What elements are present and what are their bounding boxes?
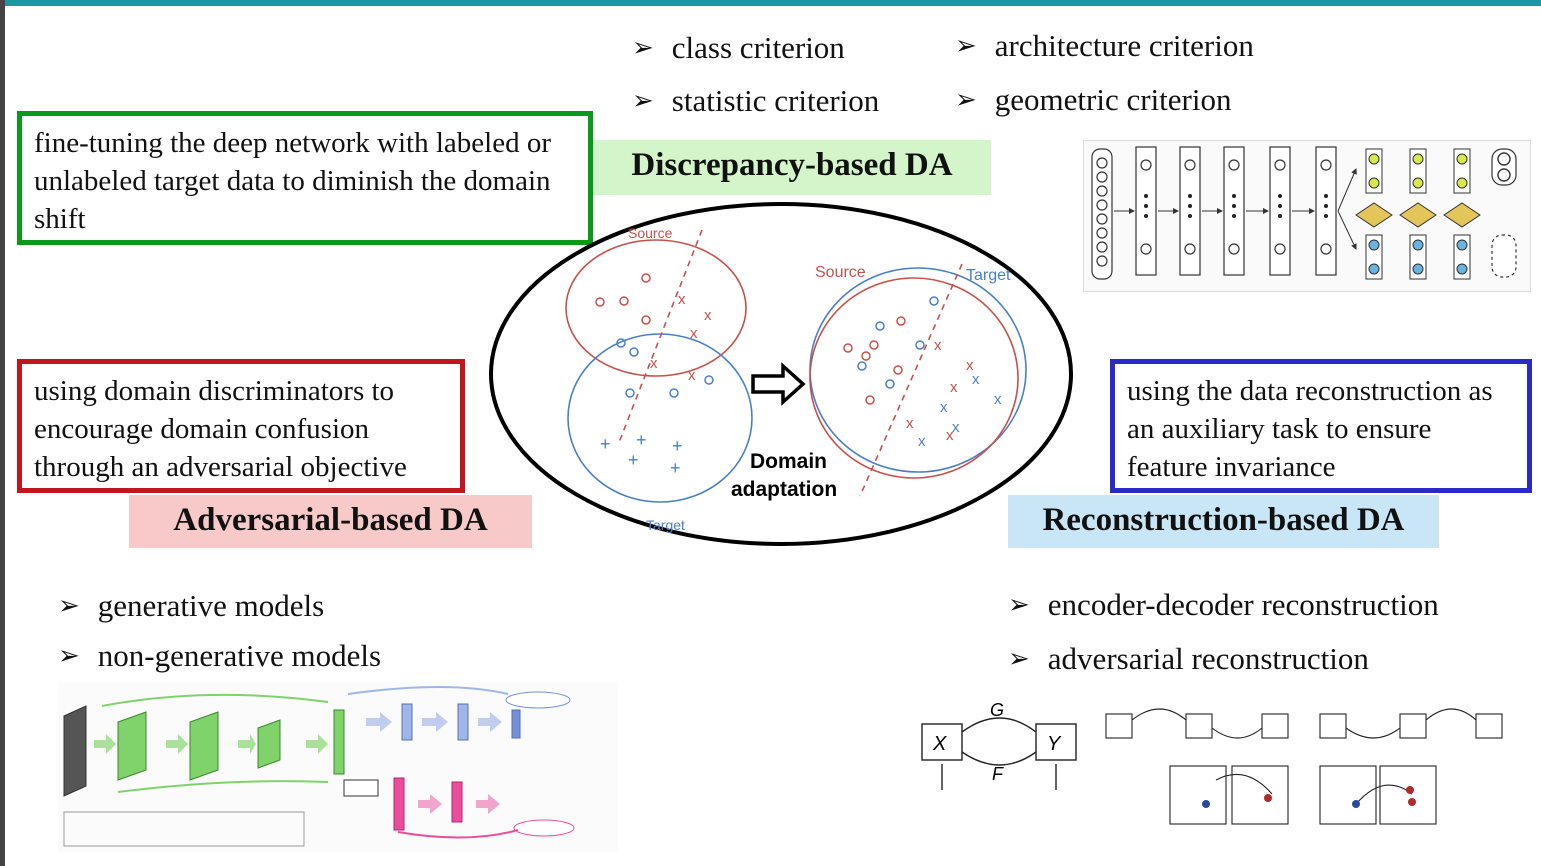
svg-text:+: +: [672, 436, 683, 456]
svg-text:x: x: [918, 433, 926, 450]
top-accent-bar: [0, 0, 1541, 6]
target-label-left: Target: [646, 517, 685, 533]
source-samples-left: [595, 273, 651, 325]
reconstruction-description-box: using the data reconstruction as an auxi…: [1110, 359, 1532, 493]
reconstruction-label: Reconstruction-based DA: [1008, 495, 1439, 548]
svg-text:F: F: [992, 764, 1004, 784]
bullet-arrow-icon: ➢: [955, 85, 977, 115]
svg-text:x: x: [952, 419, 960, 436]
decision-boundary-left: [617, 229, 703, 446]
bullet-arrow-icon: ➢: [955, 31, 977, 61]
left-accent-bar: [0, 0, 5, 866]
bullet-non-generative-models: ➢ non-generative models: [58, 638, 382, 673]
bullet-geometric-criterion: ➢ geometric criterion: [955, 82, 1232, 117]
discrepancy-label: Discrepancy-based DA: [593, 140, 991, 195]
svg-text:x: x: [650, 355, 658, 372]
source-circle-right: [809, 277, 1019, 479]
source-label-left: Source: [628, 225, 673, 241]
target-samples-left: [616, 338, 714, 398]
svg-text:x: x: [906, 415, 914, 432]
bullet-class-criterion: ➢ class criterion: [632, 30, 845, 65]
svg-text:X: X: [932, 733, 947, 755]
caption-domain: Domain: [750, 450, 827, 473]
bullet-encoder-decoder: ➢ encoder-decoder reconstruction: [1008, 587, 1439, 622]
svg-text:x: x: [950, 379, 958, 396]
adversarial-label: Adversarial-based DA: [129, 495, 532, 548]
svg-text:+: +: [670, 458, 681, 478]
adversarial-network-figure: [58, 682, 618, 852]
bullet-arrow-icon: ➢: [1008, 644, 1030, 674]
target-label-right: Target: [966, 267, 1011, 284]
bullet-arrow-icon: ➢: [632, 86, 654, 116]
target-samples-right: [857, 296, 939, 389]
outer-ellipse: [489, 202, 1073, 546]
source-circle-left: [565, 239, 747, 377]
svg-text:x: x: [688, 367, 696, 384]
bullet-arrow-icon: ➢: [58, 641, 80, 671]
svg-text:+: +: [600, 434, 611, 454]
svg-text:x: x: [690, 325, 698, 342]
bullet-adversarial-reconstruction: ➢ adversarial reconstruction: [1008, 641, 1369, 676]
bullet-arrow-icon: ➢: [632, 33, 654, 63]
source-samples-right: [843, 316, 906, 405]
svg-text:+: +: [628, 450, 639, 470]
source-label-right: Source: [815, 264, 866, 281]
target-circle-left: [567, 333, 753, 503]
svg-text:+: +: [636, 430, 647, 450]
mkmmd-layers: [1355, 148, 1481, 280]
decision-boundary-right: [859, 263, 963, 497]
discrepancy-architecture-figure: [1083, 140, 1531, 292]
reconstruction-cycle-figure: X Y G F: [921, 700, 1503, 825]
adversarial-description-box: using domain discriminators to encourage…: [17, 359, 465, 493]
svg-text:x: x: [946, 427, 954, 444]
discrepancy-description-box: fine-tuning the deep network with labele…: [17, 111, 593, 245]
bullet-generative-models: ➢ generative models: [58, 588, 325, 623]
svg-text:x: x: [934, 337, 942, 354]
svg-text:x: x: [972, 371, 980, 388]
bullet-arrow-icon: ➢: [58, 591, 80, 621]
svg-text:x: x: [994, 391, 1002, 408]
svg-text:x: x: [940, 399, 948, 416]
target-plus-left: +++++: [600, 430, 683, 478]
caption-adaptation: adaptation: [731, 478, 837, 501]
svg-text:x: x: [966, 357, 974, 374]
svg-text:x: x: [704, 307, 712, 324]
svg-text:Y: Y: [1047, 733, 1062, 755]
bullet-architecture-criterion: ➢ architecture criterion: [955, 28, 1254, 63]
bullet-statistic-criterion: ➢ statistic criterion: [632, 83, 880, 118]
adaptation-arrow-icon: [751, 362, 806, 406]
svg-text:x: x: [678, 291, 686, 308]
svg-text:G: G: [990, 700, 1004, 720]
bullet-arrow-icon: ➢: [1008, 590, 1030, 620]
